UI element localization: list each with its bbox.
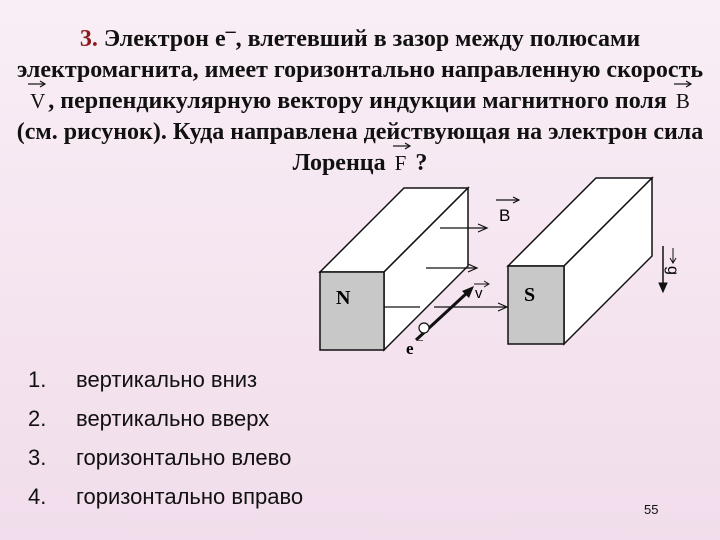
answer-number: 3. — [28, 445, 47, 470]
answer-text: вертикально вниз — [76, 367, 258, 392]
answer-option[interactable]: 2. вертикально вверх — [28, 399, 303, 438]
question-text: 3. Электрон е–, влетевший в зазор между … — [14, 16, 706, 179]
answer-option[interactable]: 1. вертикально вниз — [28, 360, 303, 399]
gravity-arrow — [658, 246, 677, 294]
answer-number: 1. — [28, 367, 47, 392]
induction-vector-symbol: B — [673, 80, 693, 117]
question-part-2: , влетевший в зазор между полюсами элект… — [16, 26, 704, 83]
b-label: B — [499, 206, 510, 225]
vector-arrow-icon — [673, 80, 693, 88]
vector-arrow-icon — [392, 142, 411, 150]
answer-text: вертикально вверх — [76, 406, 270, 431]
pole-n-block — [318, 186, 470, 352]
question-part-4: (см. рисунок). Куда направлена действующ… — [16, 119, 704, 176]
force-vector-symbol: F — [392, 142, 411, 179]
answer-number: 4. — [28, 484, 47, 509]
question-number: 3. — [79, 26, 98, 52]
electron-circle — [418, 322, 430, 334]
pole-s-block — [506, 176, 654, 346]
g-label: g — [664, 266, 681, 275]
b-label-arrow — [496, 196, 521, 204]
electron-label: e — [406, 339, 414, 358]
answer-option[interactable]: 4. горизонтально вправо — [28, 477, 303, 516]
page-number: 55 — [644, 502, 659, 517]
pole-n-label: N — [336, 287, 351, 309]
question-part-3: , перпендикулярную вектору индукции магн… — [48, 88, 673, 114]
electron-label-sup: – — [416, 332, 424, 346]
answer-options: 1. вертикально вниз 2. вертикально вверх 3… — [28, 360, 303, 516]
answer-text: горизонтально влево — [76, 445, 292, 470]
v-label: v — [475, 285, 483, 302]
question-part-5: ? — [409, 150, 428, 176]
vector-arrow-icon — [28, 80, 47, 88]
pole-s-label: S — [524, 284, 535, 306]
answer-number: 2. — [28, 406, 47, 431]
answer-text: горизонтально вправо — [76, 484, 304, 509]
field-lines — [384, 223, 509, 312]
question-part-1: Электрон е — [97, 26, 226, 52]
electron-charge-sup: – — [225, 20, 236, 42]
velocity-vector-symbol: V — [27, 80, 48, 117]
answer-option[interactable]: 3. горизонтально влево — [28, 438, 303, 477]
